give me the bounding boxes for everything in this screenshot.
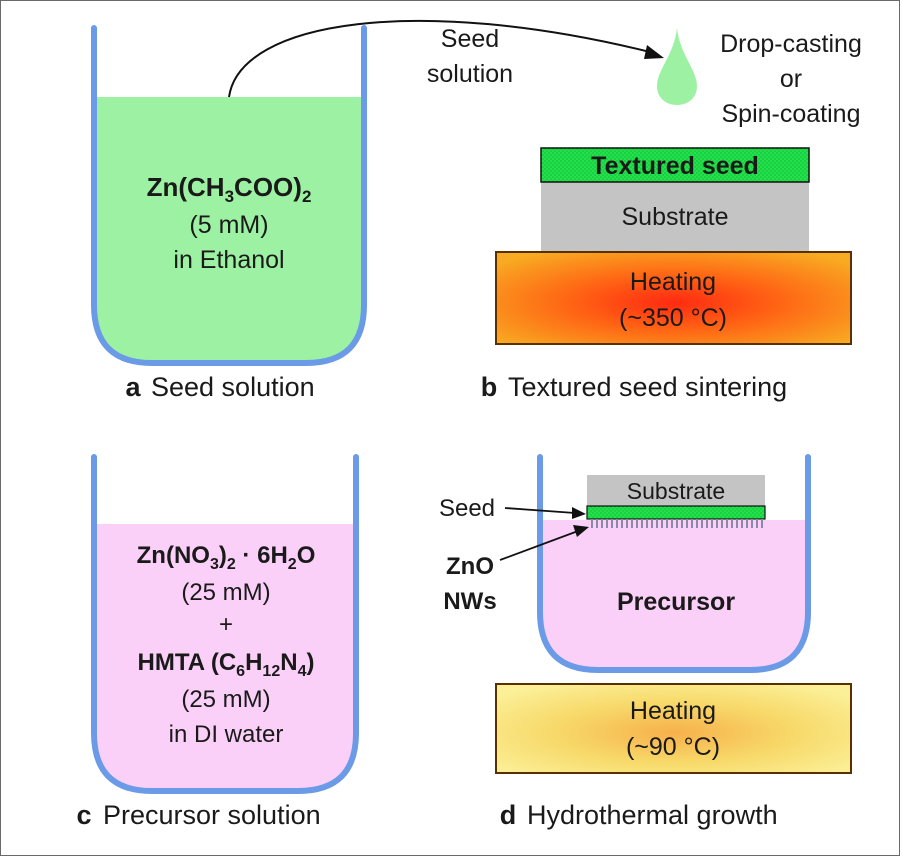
panel-a: Zn(CH3COO)2 (5 mM) in Ethanol Seed solut…	[91, 19, 664, 402]
hmta-concentration: (25 mM)	[181, 686, 270, 713]
panel-c: Zn(NO3)2 · 6H2O (25 mM) + HMTA (C6H12N4)…	[76, 454, 359, 830]
substrate-d	[587, 475, 765, 506]
panel-b-letter: b	[481, 372, 498, 402]
panel-b-caption: Textured seed sintering	[508, 372, 787, 402]
precursor-bath-liquid	[540, 520, 808, 670]
panel-b: Drop-casting or Spin-coating Textured se…	[481, 28, 862, 402]
panel-d-letter: d	[500, 800, 517, 830]
panel-c-letter: c	[76, 800, 91, 830]
transfer-arrow-head	[644, 45, 664, 59]
arrow-label-solution: solution	[427, 60, 513, 88]
beaker-c	[91, 454, 359, 794]
heater-hot-temp: (~350 °C)	[619, 304, 727, 332]
seed-layer-d	[586, 505, 766, 520]
textured-seed-layer	[540, 147, 810, 183]
precursor-label: Precursor	[617, 588, 735, 616]
substrate-d-label: Substrate	[627, 478, 725, 504]
seed-label: Seed	[439, 495, 495, 522]
droplet	[657, 28, 697, 105]
seed-solution-liquid	[94, 97, 364, 363]
zno-nanowires	[591, 519, 763, 528]
seed-solvent: in Ethanol	[173, 246, 284, 274]
nw-pointer	[499, 530, 579, 561]
panel-d-caption: Hydrothermal growth	[527, 800, 778, 830]
heater-hot	[495, 251, 852, 345]
panel-d: Substrate Seed ZnO NWs Precursor Heating…	[439, 454, 852, 830]
panel-a-letter: a	[125, 372, 141, 402]
zinc-nitrate-formula: Zn(NO3)2 · 6H2O	[137, 542, 316, 573]
method-spin-coating: Spin-coating	[722, 100, 861, 128]
panel-c-caption: Precursor solution	[103, 800, 321, 830]
transfer-arrow	[228, 19, 651, 98]
heater-warm-label: Heating	[630, 697, 716, 725]
nw-pointer-head	[573, 525, 589, 537]
beaker-a	[91, 25, 367, 366]
plus-sign: +	[219, 611, 233, 638]
heater-warm-temp: (~90 °C)	[626, 733, 720, 761]
panel-a-caption: Seed solution	[151, 372, 315, 402]
method-or: or	[780, 65, 802, 93]
nws-label: NWs	[443, 588, 496, 615]
arrow-label-seed: Seed	[441, 25, 499, 53]
substrate-b-label: Substrate	[621, 203, 728, 231]
method-drop-casting: Drop-casting	[720, 30, 862, 58]
textured-seed-label: Textured seed	[591, 152, 759, 180]
seed-pointer	[504, 507, 576, 514]
heater-hot-label: Heating	[630, 268, 716, 296]
precursor-solution-liquid	[94, 524, 356, 791]
hmta-formula: HMTA (C6H12N4)	[138, 649, 315, 680]
zinc-nitrate-concentration: (25 mM)	[181, 579, 270, 606]
seed-concentration: (5 mM)	[189, 211, 268, 239]
seed-pointer-head	[572, 507, 586, 519]
substrate-b	[541, 182, 809, 252]
precursor-solvent: in DI water	[169, 721, 284, 748]
seed-formula: Zn(CH3COO)2	[147, 172, 312, 206]
heater-warm	[495, 683, 852, 774]
zno-label: ZnO	[446, 553, 494, 580]
beaker-d	[537, 454, 811, 673]
